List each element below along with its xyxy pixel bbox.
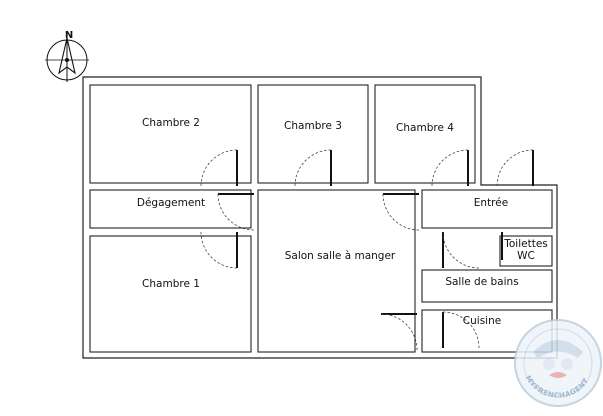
label-chambre-4: Chambre 4 [396,122,454,134]
room-chambre-3[interactable] [257,84,369,184]
room-entree[interactable] [421,189,553,229]
door-cuisine-salon[interactable] [380,313,418,351]
room-toilettes[interactable] [499,235,553,267]
room-salle-de-bains[interactable] [421,269,553,303]
door-salle-de-bains[interactable] [442,231,480,269]
label-chambre-3: Chambre 3 [284,120,342,132]
room-chambre-2[interactable] [89,84,252,184]
label-chambre-1: Chambre 1 [142,278,200,290]
door-salon-degagement[interactable] [217,193,255,231]
room-chambre-4[interactable] [374,84,476,184]
room-salon[interactable] [257,189,416,353]
label-chambre-2: Chambre 2 [142,117,200,129]
door-chambre-4[interactable] [431,149,469,187]
label-entree: Entrée [474,197,508,209]
door-salon-entree[interactable] [382,193,420,231]
door-chambre-3[interactable] [294,149,332,187]
door-chambre-2[interactable] [200,149,238,187]
label-salon: Salon salle à manger [285,250,396,262]
room-degagement[interactable] [89,189,252,229]
label-toilettes: Toilettes [503,238,548,250]
room-chambre-1[interactable] [89,235,252,353]
label-cuisine: Cuisine [463,315,501,327]
compass-north-label: N [65,30,73,41]
door-exterior[interactable] [496,149,534,187]
label-salle-de-bains: Salle de bains [445,276,518,288]
door-cuisine[interactable] [442,311,480,349]
label-degagement: Dégagement [137,197,205,209]
door-chambre-1[interactable] [200,231,238,269]
compass-icon: N [45,30,89,82]
label-wc: WC [517,250,535,262]
